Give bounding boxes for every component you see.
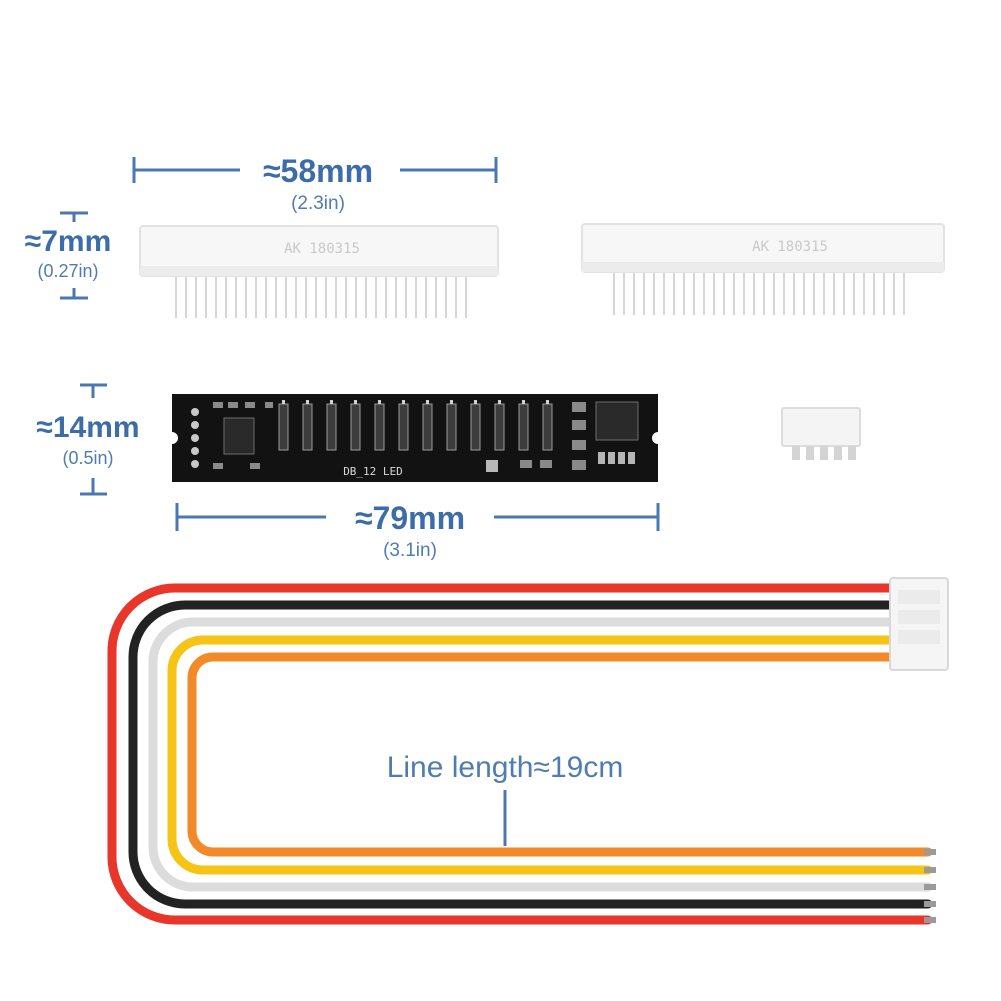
driver-chip (223, 417, 255, 455)
board-button (486, 460, 498, 472)
connector-pins (175, 275, 467, 318)
board-width-dimension: ≈79mm (3.1in) (175, 500, 660, 561)
connector-height-imperial: (0.27in) (37, 261, 98, 281)
board-height-value: ≈14mm (36, 411, 139, 444)
connector-width-dimension: ≈58mm (2.3in) (132, 153, 498, 214)
controller-pads (598, 452, 635, 464)
connector-height-value: ≈7mm (25, 225, 112, 258)
led-pcb-board: DB_12 LED (172, 394, 658, 482)
controller-chip (595, 401, 639, 441)
line-length-callout: Line length≈19cm (387, 751, 624, 846)
wire-white (148, 617, 933, 892)
connector-marking-right: AK 180315 (752, 239, 828, 255)
connector-marking-left: AK 180315 (284, 241, 360, 257)
wire-yellow (167, 635, 933, 875)
connector-width-value: ≈58mm (263, 153, 373, 189)
led-bar-array (278, 403, 553, 451)
pin-header-connector-right: AK 180315 (581, 223, 945, 315)
board-pin-pads (191, 408, 199, 468)
cable-plug (889, 577, 949, 671)
line-length-label: Line length≈19cm (387, 751, 624, 784)
wire-black (128, 600, 933, 909)
board-height-dimension: ≈14mm (0.5in) (36, 383, 140, 496)
board-width-value: ≈79mm (355, 500, 465, 536)
wire-end-tips (924, 849, 936, 923)
small-connector-housing (781, 407, 861, 460)
cable-wires (107, 583, 933, 925)
board-width-imperial: (3.1in) (383, 540, 437, 561)
connector-pins (613, 272, 905, 315)
wire-red (107, 583, 933, 925)
wire-orange (187, 652, 933, 857)
board-silkscreen: DB_12 LED (343, 465, 403, 478)
connector-height-dimension: ≈7mm (0.27in) (25, 211, 112, 300)
board-height-imperial: (0.5in) (62, 448, 113, 468)
pin-header-connector-left: AK 180315 (139, 225, 499, 318)
connector-width-imperial: (2.3in) (291, 193, 345, 214)
